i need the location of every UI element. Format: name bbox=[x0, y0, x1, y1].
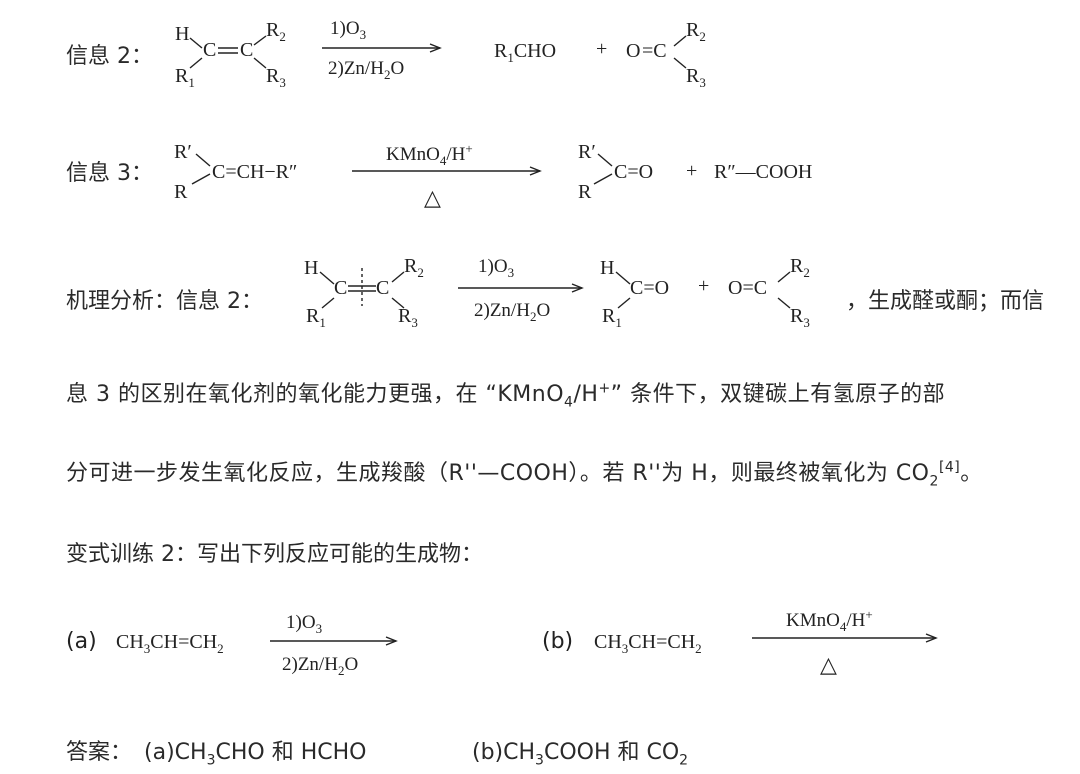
info2-product1: R1CHO bbox=[494, 40, 556, 65]
info2-cond-top: 1)O3 bbox=[330, 18, 366, 42]
exercise-b-cond-bottom: △ bbox=[820, 652, 837, 677]
info3-r-prime: R′ bbox=[174, 141, 192, 163]
info3-product2: R″—COOH bbox=[714, 161, 812, 183]
exercise-b: (b) CH3CH=CH2 KMnO4/H+ △ bbox=[542, 607, 938, 677]
mech-r2: R2 bbox=[404, 255, 424, 280]
info3-r: R bbox=[174, 181, 188, 203]
info2-r3: R3 bbox=[266, 65, 286, 90]
info2-cond-bottom: 2)Zn/H2O bbox=[328, 58, 404, 82]
mech-r3: R3 bbox=[398, 305, 418, 330]
info3-cond-bottom: △ bbox=[424, 185, 441, 210]
exercise-a: (a) CH3CH=CH2 1)O3 2)Zn/H2O bbox=[66, 612, 398, 678]
mech-c2: C bbox=[376, 277, 389, 299]
info2-plus: + bbox=[596, 38, 607, 60]
answer-b: (b)CH3COOH 和 CO2 bbox=[472, 740, 689, 769]
paragraph-line-2: 分可进一步发生氧化反应，生成羧酸（R''—COOH）。若 R''为 H，则最终被… bbox=[66, 459, 983, 490]
info2-c2: C bbox=[240, 39, 253, 61]
info2-label: 信息 2： bbox=[66, 44, 153, 69]
info2-product2-r3: R3 bbox=[686, 65, 706, 90]
exercise-a-cond-top: 1)O3 bbox=[286, 612, 322, 636]
info3-cond-top: KMnO4/H+ bbox=[386, 141, 473, 168]
info2-h: H bbox=[175, 23, 189, 45]
mech-c1: C bbox=[334, 277, 347, 299]
info2-r2: R2 bbox=[266, 19, 286, 44]
info3-label: 信息 3： bbox=[66, 161, 153, 186]
info2-c1: C bbox=[203, 39, 216, 61]
answer-label: 答案： bbox=[66, 740, 133, 765]
mechanism-label: 机理分析：信息 2： bbox=[66, 289, 263, 314]
mech-cond-top: 1)O3 bbox=[478, 256, 514, 280]
info3-chain: C=CH−R″ bbox=[212, 161, 297, 183]
mech-p2-r3: R3 bbox=[790, 305, 810, 330]
exercise-b-cond-top: KMnO4/H+ bbox=[786, 607, 873, 634]
info2-product2-c: =C bbox=[642, 40, 667, 62]
exercise-b-label: (b) bbox=[542, 629, 573, 654]
mech-h: H bbox=[304, 257, 318, 279]
mechanism-tail: ，生成醛或酮；而信 bbox=[846, 289, 1045, 314]
exercise-a-formula: CH3CH=CH2 bbox=[116, 631, 224, 656]
mech-p2-oc: O=C bbox=[728, 277, 767, 299]
exercise-a-label: (a) bbox=[66, 629, 97, 654]
info2-product2-r2: R2 bbox=[686, 19, 706, 44]
exercise-a-cond-bottom: 2)Zn/H2O bbox=[282, 654, 358, 678]
info3-plus: + bbox=[686, 160, 697, 182]
info3-product-r-prime: R′ bbox=[578, 141, 596, 163]
mech-p2-r2: R2 bbox=[790, 255, 810, 280]
info2-r1: R1 bbox=[175, 65, 195, 90]
exercise-b-formula: CH3CH=CH2 bbox=[594, 631, 702, 656]
mech-p1-h: H bbox=[600, 257, 614, 279]
info3-scheme: R′ R C=CH−R″ KMnO4/H+ △ R′ R C=O + R″—CO… bbox=[174, 141, 812, 210]
info2-product2-o: O bbox=[626, 40, 640, 62]
mechanism-scheme: H C C R2 R1 R3 1)O3 2)Zn/H2O H C=O R1 + … bbox=[304, 255, 810, 330]
mech-p1-r1: R1 bbox=[602, 305, 622, 330]
mech-r1: R1 bbox=[306, 305, 326, 330]
mech-cond-bottom: 2)Zn/H2O bbox=[474, 300, 550, 324]
paragraph-line-1: 息 3 的区别在氧化剂的氧化能力更强，在 “KMnO4/H+” 条件下，双键碳上… bbox=[66, 380, 946, 411]
info2-scheme: H C C R2 R1 R3 1)O3 2)Zn/H2O R1CHO + O =… bbox=[175, 18, 706, 90]
mech-plus: + bbox=[698, 275, 709, 297]
exercise-title: 变式训练 2：写出下列反应可能的生成物： bbox=[66, 542, 483, 567]
answer-a: (a)CH3CHO 和 HCHO bbox=[144, 740, 367, 769]
info3-product-co: C=O bbox=[614, 161, 653, 183]
mech-p1-co: C=O bbox=[630, 277, 669, 299]
info3-product-r: R bbox=[578, 181, 592, 203]
